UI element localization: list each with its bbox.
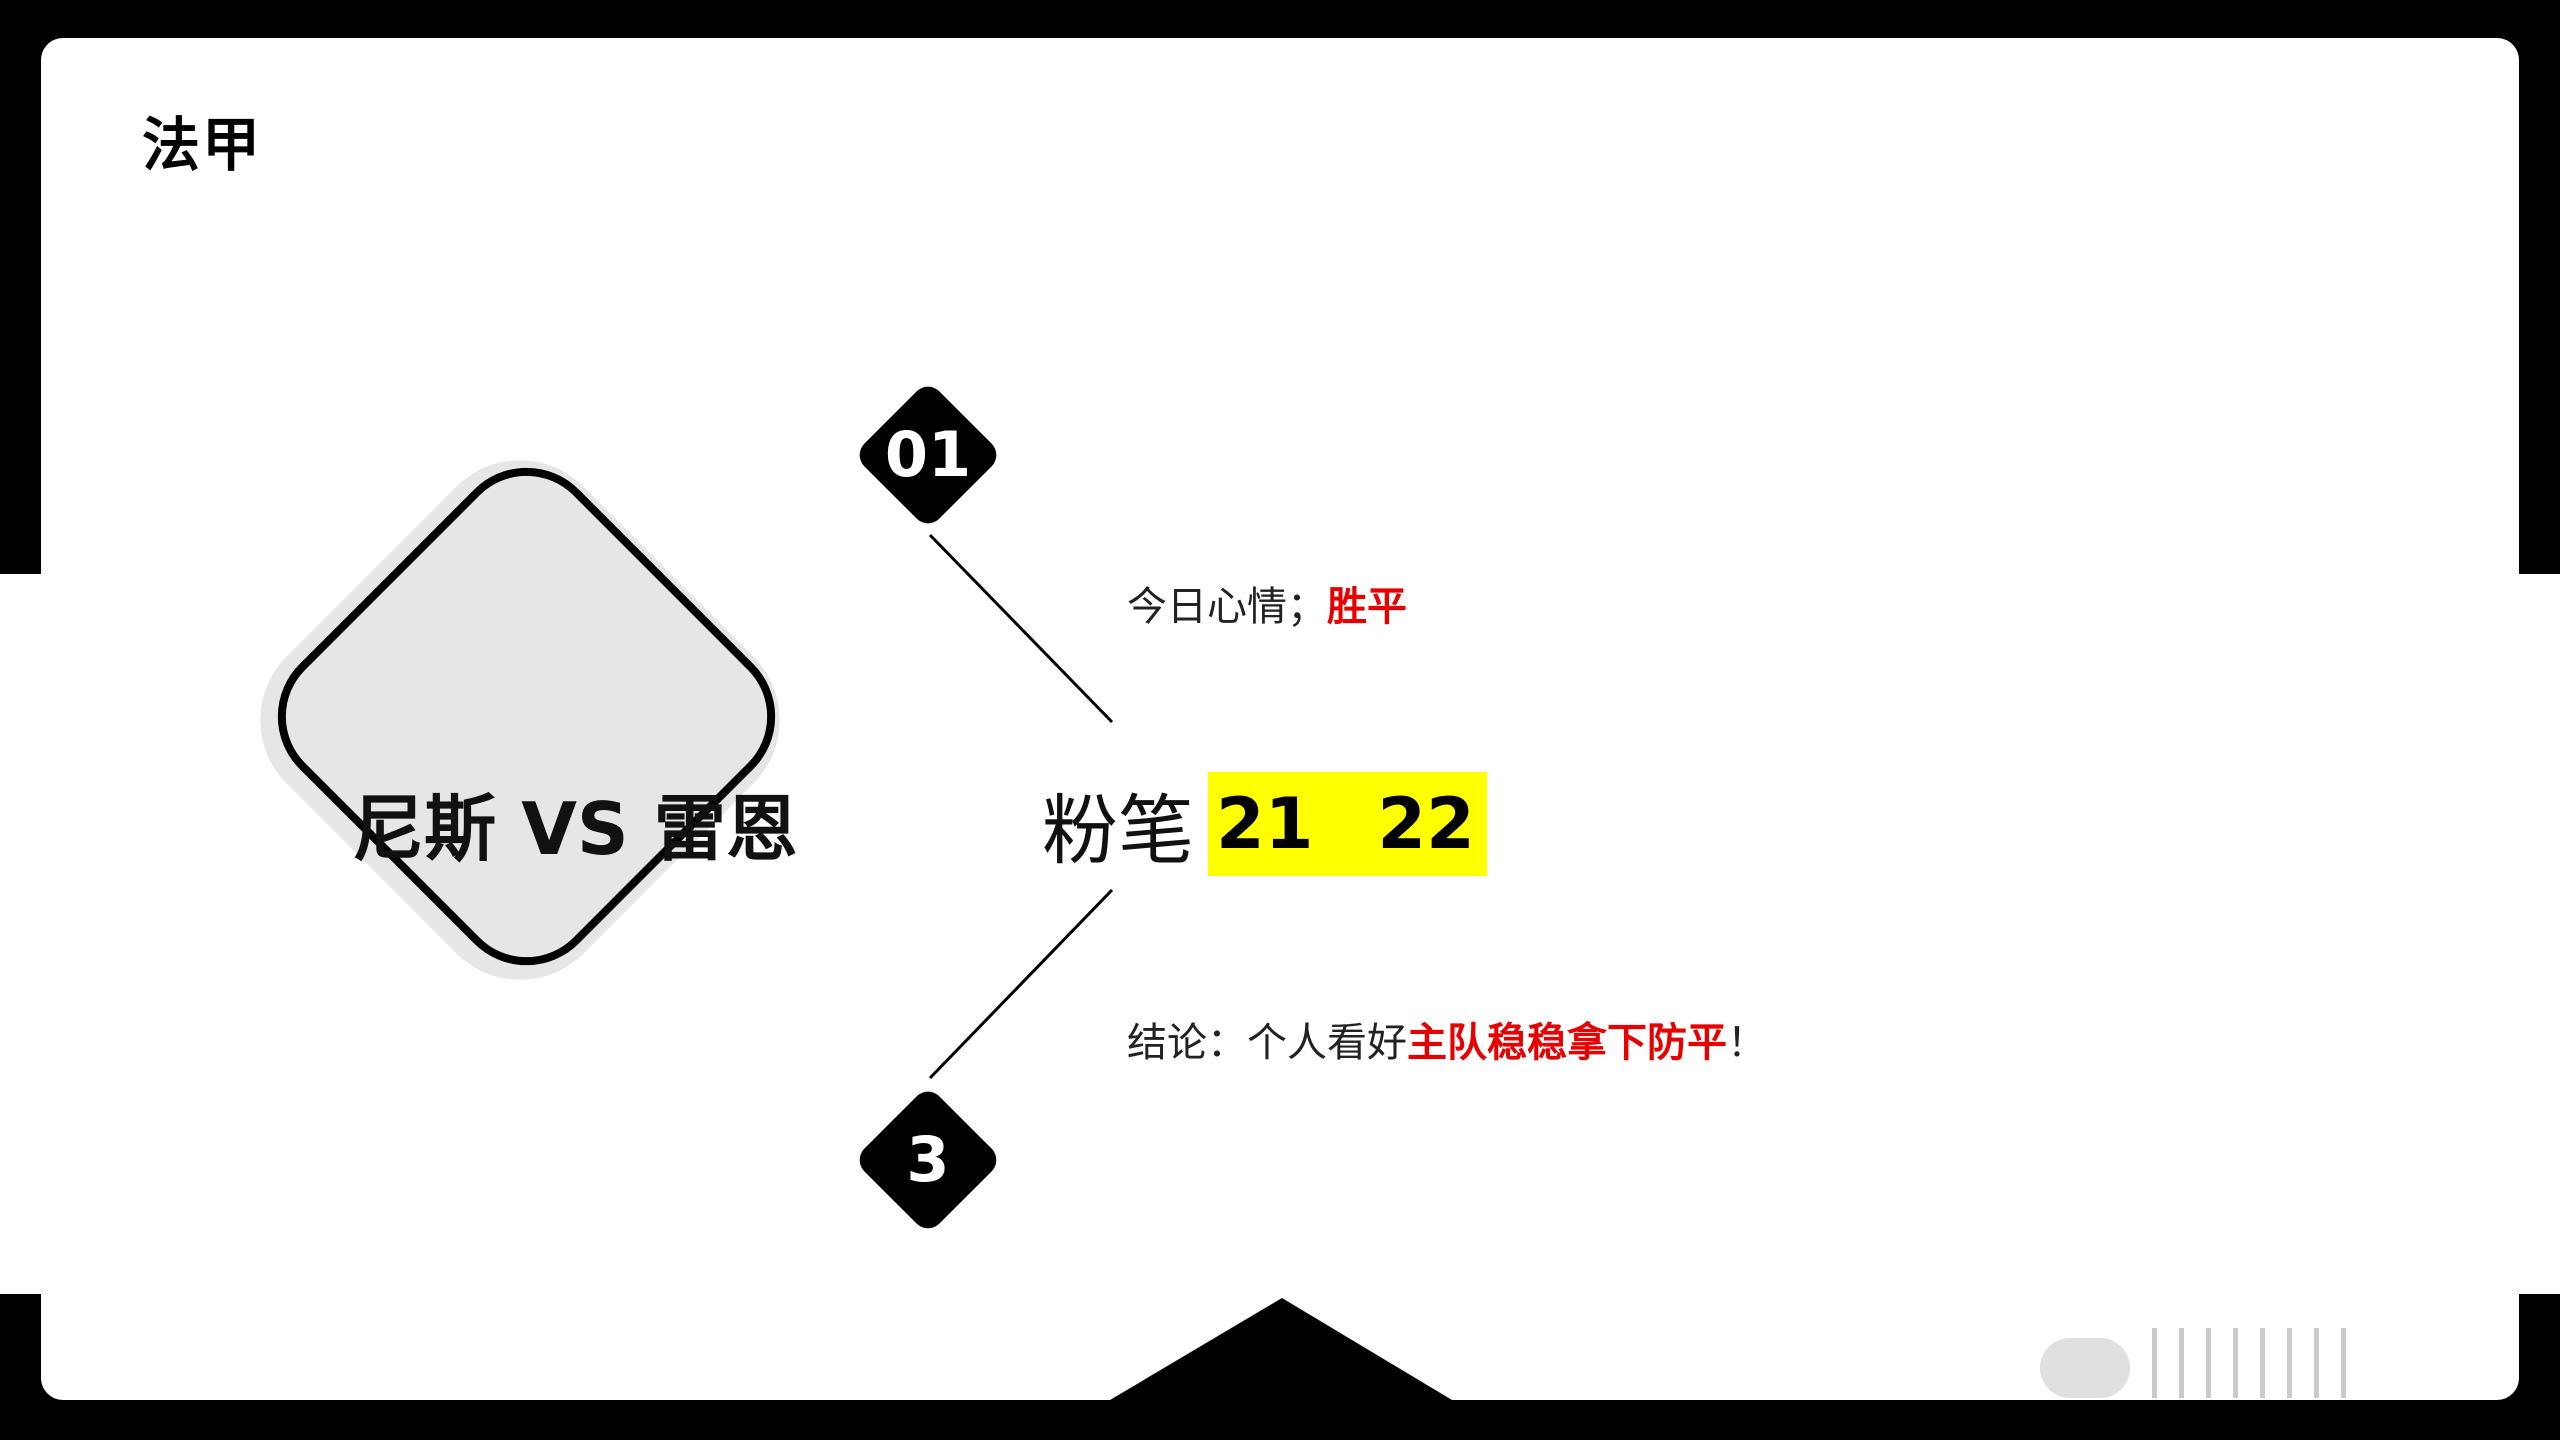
chalk-values-highlight: 21 22 (1208, 772, 1487, 876)
item1-diagonal-line (928, 533, 1114, 724)
conclusion-suffix: ！ (1727, 1020, 1767, 1066)
gray-diamond-shape (260, 460, 780, 980)
watermark-bar (2206, 1328, 2211, 1398)
chalk-value-a: 21 (1216, 783, 1314, 865)
item1-badge (859, 386, 997, 524)
chalk-value-b: 22 (1377, 783, 1475, 865)
outline-diamond-shape (277, 467, 776, 966)
watermark-blob (2040, 1338, 2130, 1398)
bottom-triangle (1110, 1298, 1452, 1400)
item3-badge (859, 1091, 997, 1229)
item3-number: 3 (906, 1123, 950, 1196)
watermark-bar (2233, 1328, 2238, 1398)
match-title: 尼斯 VS 雷恩 (352, 787, 798, 871)
mood-line: 今日心情；胜平 (1127, 574, 1407, 632)
watermark-bar (2287, 1328, 2292, 1398)
slide-title: 法甲 (142, 111, 263, 179)
watermark-bar (2260, 1328, 2265, 1398)
mood-label: 今日心情； (1127, 584, 1327, 630)
chalk-label: 粉笔 (1042, 786, 1194, 875)
conclusion-line: 结论：个人看好主队稳稳拿下防平！ (1127, 1010, 1767, 1068)
item1-number: 01 (884, 418, 972, 491)
watermark-bar (2179, 1328, 2184, 1398)
mood-value: 胜平 (1327, 584, 1407, 630)
chalk-line: 粉笔 21 22 (1042, 772, 1487, 876)
conclusion-highlight: 主队稳稳拿下防平 (1407, 1020, 1727, 1066)
watermark-artifact (2040, 1328, 2346, 1398)
watermark-bar (2314, 1328, 2319, 1398)
watermark-bar (2152, 1328, 2157, 1398)
item3-diagonal-line (928, 888, 1114, 1080)
watermark-bar (2341, 1328, 2346, 1398)
conclusion-prefix: 结论：个人看好 (1127, 1020, 1407, 1066)
